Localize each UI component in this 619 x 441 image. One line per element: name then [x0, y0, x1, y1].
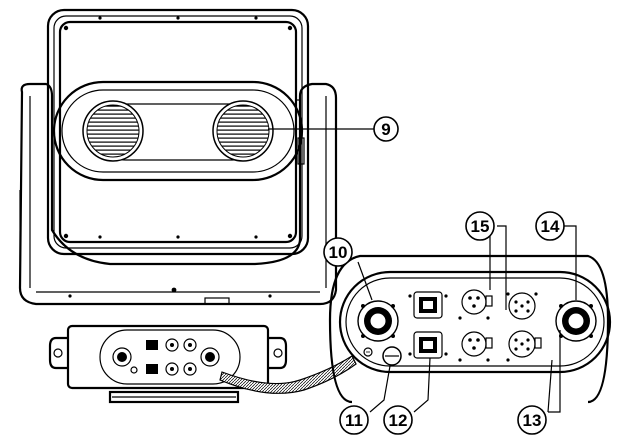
callout-9: 9 [373, 116, 399, 142]
head [46, 8, 310, 256]
ethernet-ports [408, 291, 448, 359]
dmx-5pin-connectors [506, 292, 542, 362]
callout-14-label: 14 [541, 217, 560, 236]
zoom-indicator [219, 355, 357, 394]
callout-13-label: 13 [523, 411, 542, 430]
callout-leaders [268, 128, 577, 413]
fan-housing [52, 80, 304, 182]
callout-9-label: 9 [381, 120, 390, 139]
enlarged-connector-panel [328, 254, 612, 404]
callout-13: 13 [517, 405, 547, 435]
fuse-holder [363, 346, 402, 366]
callout-14: 14 [535, 211, 565, 241]
yoke [18, 82, 338, 306]
callout-15-label: 15 [471, 217, 490, 236]
callout-11-label: 11 [345, 411, 363, 430]
callout-11: 11 [339, 405, 369, 435]
power-in-connector [357, 300, 399, 342]
callout-10: 10 [323, 237, 353, 267]
power-out-connector [555, 300, 597, 342]
callout-12: 12 [383, 405, 413, 435]
base [48, 324, 288, 404]
callout-12-label: 12 [389, 411, 408, 430]
callout-15: 15 [465, 211, 495, 241]
callout-10-label: 10 [329, 243, 348, 262]
right-fan-grille [212, 100, 274, 162]
left-fan-grille [82, 100, 144, 162]
dmx-3pin-connectors [458, 289, 493, 362]
